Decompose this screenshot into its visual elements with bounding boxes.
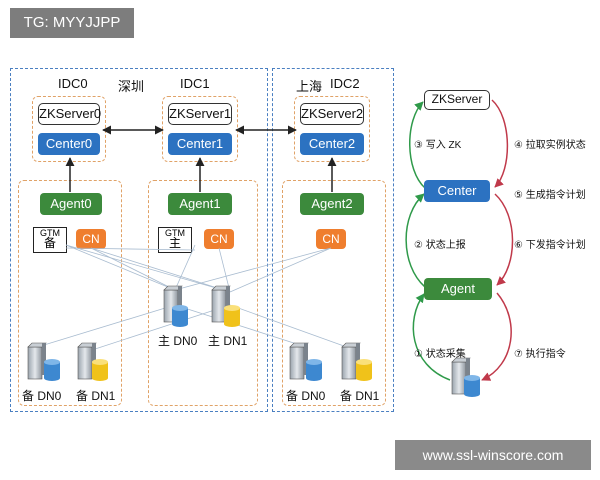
database-cylinder-idc2-dn0 xyxy=(306,359,322,381)
flow-step-1: ① 状态采集 xyxy=(414,349,466,360)
center2-node: Center2 xyxy=(300,133,364,155)
idc2-title: IDC2 xyxy=(330,76,360,91)
dn-label-idc1-dn0: 主 DN0 xyxy=(158,334,198,348)
idc2-container xyxy=(272,68,394,412)
gtm-standby-node: GTM 备 xyxy=(33,227,67,253)
database-cylinder-idc0-dn1 xyxy=(92,359,108,381)
center1-node: Center1 xyxy=(168,133,232,155)
flow-step-2: ② 状态上报 xyxy=(414,240,466,251)
watermark: www.ssl-winscore.com xyxy=(395,440,591,470)
dn-label-idc2-dn0: 备 DN0 xyxy=(286,389,326,403)
flow-step-7: ⑦ 执行指令 xyxy=(514,349,566,360)
green-arc-server-to-agent xyxy=(412,293,451,381)
gtm-primary-node: GTM 主 xyxy=(158,227,192,253)
agent2-node: Agent2 xyxy=(300,193,364,215)
gtm-label: GTM xyxy=(165,228,185,238)
dn-label-idc2-dn1: 备 DN1 xyxy=(340,389,380,403)
flow-step-6: ⑥ 下发指令计划 xyxy=(514,240,586,251)
center0-node: Center0 xyxy=(38,133,100,155)
cn-node-idc1: CN xyxy=(204,229,234,249)
database-cylinder-idc1-dn1 xyxy=(224,305,240,327)
database-cylinder-idc2-dn1 xyxy=(356,359,372,381)
cn-node-idc0: CN xyxy=(76,229,106,249)
flow-database-cylinder xyxy=(464,375,480,397)
idc2-lower-group xyxy=(282,180,386,406)
idc1-title: IDC1 xyxy=(180,76,210,91)
idc2-city: 上海 xyxy=(296,79,323,94)
dn-label-idc0-dn0: 备 DN0 xyxy=(22,389,62,403)
flow-agent-node: Agent xyxy=(424,278,492,300)
cn-node-idc2: CN xyxy=(316,229,346,249)
idc0-1-container xyxy=(10,68,268,412)
replication-lines xyxy=(43,244,356,351)
idc1-lower-group xyxy=(148,180,258,406)
flow-zkserver-node: ZKServer xyxy=(424,90,490,110)
server-icon-idc2-dn0 xyxy=(289,342,309,380)
idc0-city: 深圳 xyxy=(118,79,145,94)
server-icon-idc1-dn1 xyxy=(211,285,231,323)
idc0-title: IDC0 xyxy=(58,76,88,91)
zkserver0-node: ZKServer0 xyxy=(38,103,101,125)
gtm-role: 主 xyxy=(168,236,181,250)
flow-step-4: ④ 拉取实例状态 xyxy=(514,140,586,151)
zkserver1-node: ZKServer1 xyxy=(168,103,232,125)
flow-step-3: ③ 写入 ZK xyxy=(414,140,462,151)
agent0-node: Agent0 xyxy=(40,193,102,215)
database-cylinder-idc0-dn0 xyxy=(44,359,60,381)
zkserver2-node: ZKServer2 xyxy=(300,103,364,125)
dn-label-idc1-dn1: 主 DN1 xyxy=(208,334,248,348)
green-arc-center-to-zk xyxy=(409,101,426,189)
green-arc-agent-to-center xyxy=(405,193,426,288)
flow-server-icon xyxy=(451,357,471,395)
server-icon-idc0-dn1 xyxy=(77,342,97,380)
database-cylinder-idc1-dn0 xyxy=(172,305,188,327)
gtm-role: 备 xyxy=(43,236,56,250)
dn-label-idc0-dn1: 备 DN1 xyxy=(76,389,116,403)
red-arc-center-to-agent xyxy=(494,193,514,286)
server-icon-idc0-dn0 xyxy=(27,342,47,380)
agent1-node: Agent1 xyxy=(168,193,232,215)
top-tag: TG: MYYJJPP xyxy=(10,8,134,38)
server-icon-idc2-dn1 xyxy=(341,342,361,380)
flow-center-node: Center xyxy=(424,180,490,202)
gtm-label: GTM xyxy=(40,228,60,238)
red-arc-zk-to-center xyxy=(491,99,509,188)
red-arc-agent-to-server xyxy=(481,292,512,381)
flow-step-5: ⑤ 生成指令计划 xyxy=(514,190,586,201)
